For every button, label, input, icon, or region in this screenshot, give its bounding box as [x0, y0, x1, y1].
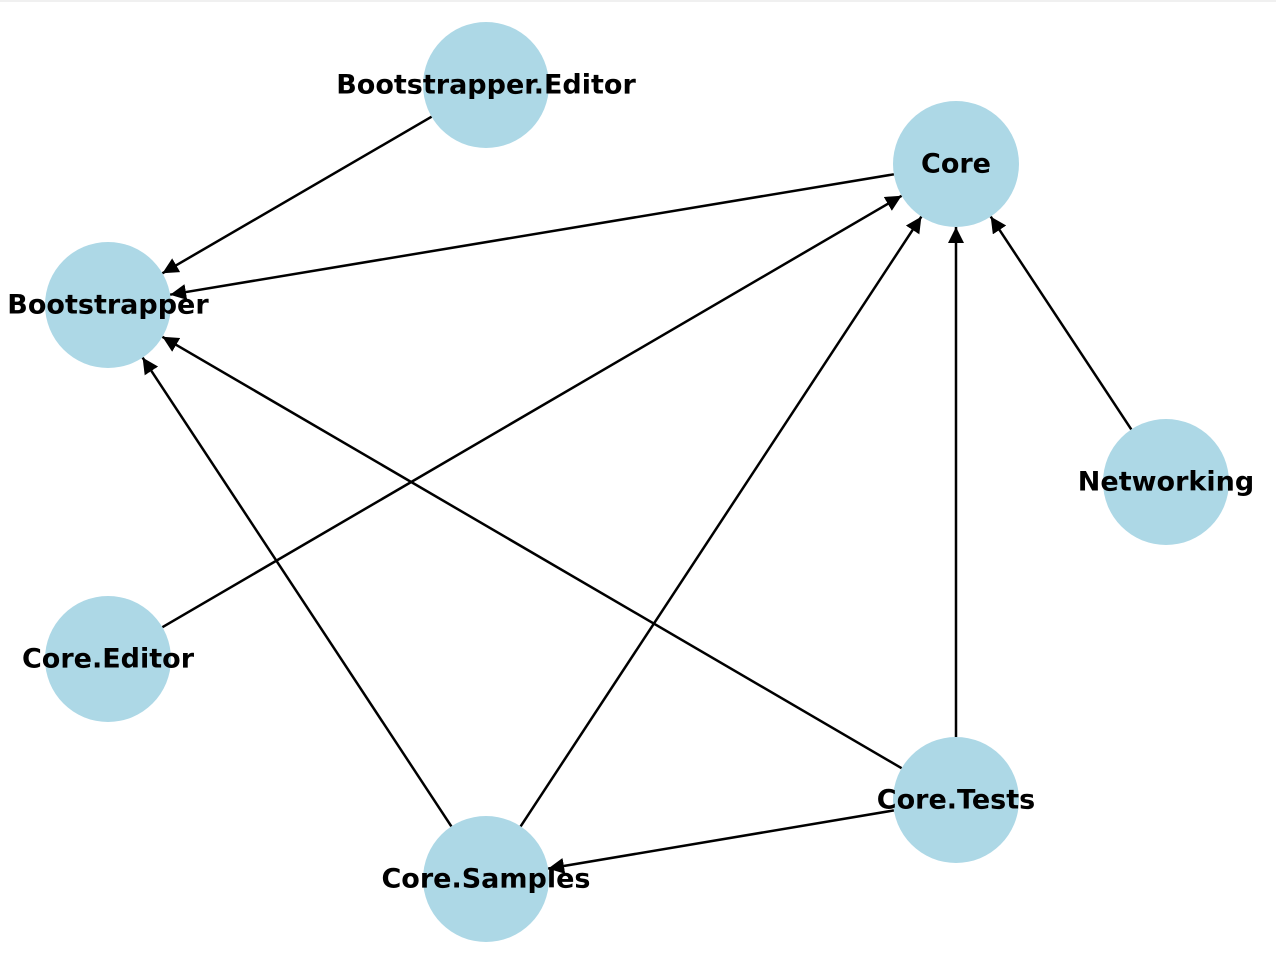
- node-label: Bootstrapper.Editor: [336, 70, 636, 101]
- node-core-tests: Core.Tests: [877, 737, 1035, 863]
- node-bootstrapper: Bootstrapper: [7, 242, 209, 368]
- edge-core-tests-to-core-samples: [547, 809, 895, 874]
- edge-bootstrapper-editor-to-bootstrapper: [161, 115, 433, 275]
- node-label: Core: [921, 149, 991, 180]
- node-circle: [893, 737, 1019, 863]
- edge-core-to-bootstrapper: [169, 173, 895, 300]
- node-circle: [893, 101, 1019, 227]
- node-circle: [423, 816, 549, 942]
- node-circle: [45, 242, 171, 368]
- node-label: Core.Tests: [877, 785, 1035, 816]
- nodes-layer: Bootstrapper.EditorCoreBootstrapperNetwo…: [7, 22, 1254, 942]
- node-circle: [423, 22, 549, 148]
- node-core-samples: Core.Samples: [381, 816, 591, 942]
- node-networking: Networking: [1078, 419, 1254, 545]
- node-core: Core: [893, 101, 1019, 227]
- node-label: Core.Editor: [22, 644, 195, 675]
- edge-networking-to-core: [989, 215, 1133, 431]
- edge-core-samples-to-bootstrapper: [141, 356, 453, 828]
- node-core-editor: Core.Editor: [22, 596, 195, 722]
- top-border: [0, 0, 1276, 2]
- node-label: Networking: [1078, 467, 1254, 498]
- node-bootstrapper-editor: Bootstrapper.Editor: [336, 22, 636, 148]
- node-circle: [1103, 419, 1229, 545]
- edge-core-samples-to-core: [519, 215, 923, 828]
- node-circle: [45, 596, 171, 722]
- edges-layer: [141, 115, 1133, 874]
- edge-core-editor-to-core: [161, 194, 903, 629]
- node-label: Bootstrapper: [7, 290, 209, 321]
- edge-core-tests-to-bootstrapper: [161, 335, 903, 770]
- node-label: Core.Samples: [381, 864, 590, 895]
